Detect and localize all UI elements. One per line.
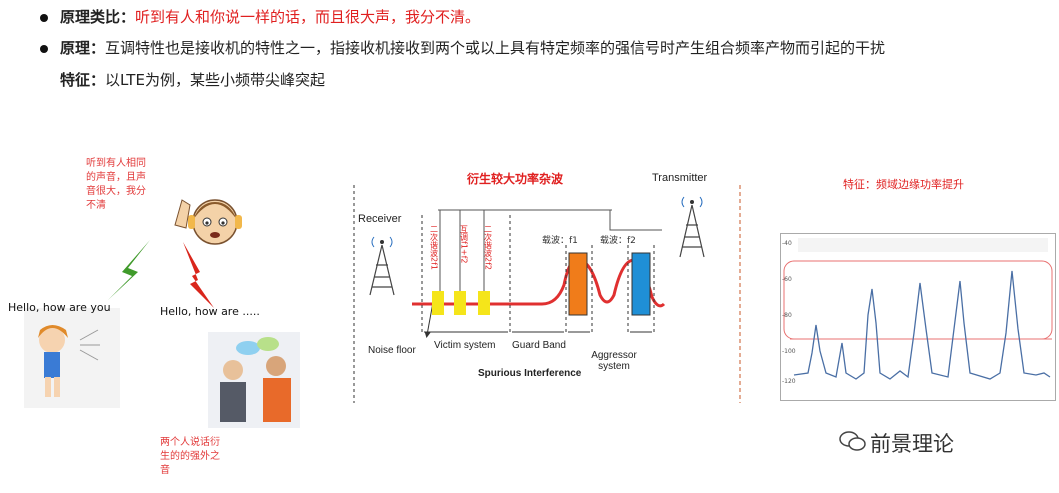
speech-left: Hello, how are you	[8, 301, 111, 314]
diagram-title: 衍生较大功率杂波	[467, 172, 564, 186]
bullet-text: 互调特性也是接收机的特性之一，指接收机接收到两个或以上具有特定频率的强信号时产生…	[105, 39, 886, 57]
spectrum-trace	[793, 270, 1051, 380]
green-bolt-icon	[108, 240, 150, 300]
bullet-analogy: 原理类比：听到有人和你说一样的话，而且很大声，我分不清。	[40, 7, 480, 27]
wechat-icon	[839, 431, 866, 451]
bullet-text: 听到有人和你说一样的话，而且很大声，我分不清。	[135, 8, 481, 26]
red-bolt-icon	[183, 242, 214, 308]
bullet-label: 原理：	[60, 39, 106, 57]
product-label-1: 二次谐波2f1	[430, 225, 439, 270]
product-bar-3	[478, 291, 490, 315]
aggressor-system-label: Aggressor system	[591, 350, 637, 372]
receiver-label: Receiver	[358, 213, 402, 225]
bullet-label: 原理类比：	[60, 8, 136, 26]
product-bar-1	[432, 291, 444, 315]
carrier-f1-label: 载波：f1	[542, 234, 578, 246]
y-tick: -80	[782, 312, 792, 319]
transmitter-tower-icon	[679, 196, 705, 258]
bullet-dot	[40, 13, 48, 22]
product-label-2: 互调f1+f2	[460, 225, 469, 264]
spectrum-plot: -40 -60 -80 -100 -120	[780, 233, 1056, 401]
note-line: 不清	[86, 200, 106, 211]
bullet-dot	[40, 44, 48, 53]
product-bar-2	[454, 291, 466, 315]
note-line: 听到有人相同	[86, 158, 146, 169]
note-line: 音	[160, 465, 170, 476]
bullet-text: 以LTE为例，某些小频带尖峰突起	[105, 71, 325, 89]
diagram-caption: Spurious Interference	[478, 368, 582, 379]
spectrum-curve	[412, 257, 666, 308]
carrier-f2-bar	[631, 252, 651, 316]
transmitter-label: Transmitter	[652, 172, 708, 184]
bullet-label: 特征：	[60, 71, 106, 89]
analogy-note-bottom: 两个人说话衍 生的的强外之 音	[160, 436, 270, 478]
victim-system-label: Victim system	[434, 340, 496, 351]
bullet-feature: 特征：以LTE为例，某些小频带尖峰突起	[60, 70, 325, 90]
girl-speaking-icon	[24, 308, 120, 408]
spectrum-top-labels	[798, 238, 1048, 252]
two-men-talking-icon	[208, 332, 300, 428]
note-line: 音很大，我分	[86, 186, 146, 197]
y-tick: -40	[782, 240, 792, 247]
product-label-3: 二次谐波2f2	[484, 225, 493, 270]
note-line: 的声音，且声	[86, 172, 146, 183]
speech-right: Hello, how are .....	[160, 305, 260, 318]
watermark-text: 前景理论	[870, 432, 954, 456]
note-line: 生的的强外之	[160, 451, 220, 462]
carrier-f1-bar	[568, 252, 588, 316]
spurious-interference-diagram: 二次谐波2f1 互调f1+f2 二次谐波2f2 载波：f1 载波：f2	[353, 185, 741, 403]
spectrum-title: 特征：频域边缘功率提升	[843, 178, 964, 191]
y-tick: -100	[782, 348, 796, 355]
note-line: 两个人说话衍	[160, 437, 220, 448]
guard-band-label: Guard Band	[512, 340, 566, 351]
listener-face-icon	[174, 199, 242, 245]
analogy-note-top: 听到有人相同 的声音，且声 音很大，我分 不清	[86, 157, 196, 213]
bullet-principle: 原理：互调特性也是接收机的特性之一，指接收机接收到两个或以上具有特定频率的强信号…	[40, 38, 885, 58]
analogy-illustration	[24, 199, 300, 428]
y-tick: -120	[782, 378, 796, 385]
carrier-f2-label: 载波：f2	[600, 234, 636, 246]
receiver-tower-icon	[369, 236, 395, 296]
y-tick: -60	[782, 276, 792, 283]
noise-floor-label: Noise floor	[368, 345, 416, 356]
